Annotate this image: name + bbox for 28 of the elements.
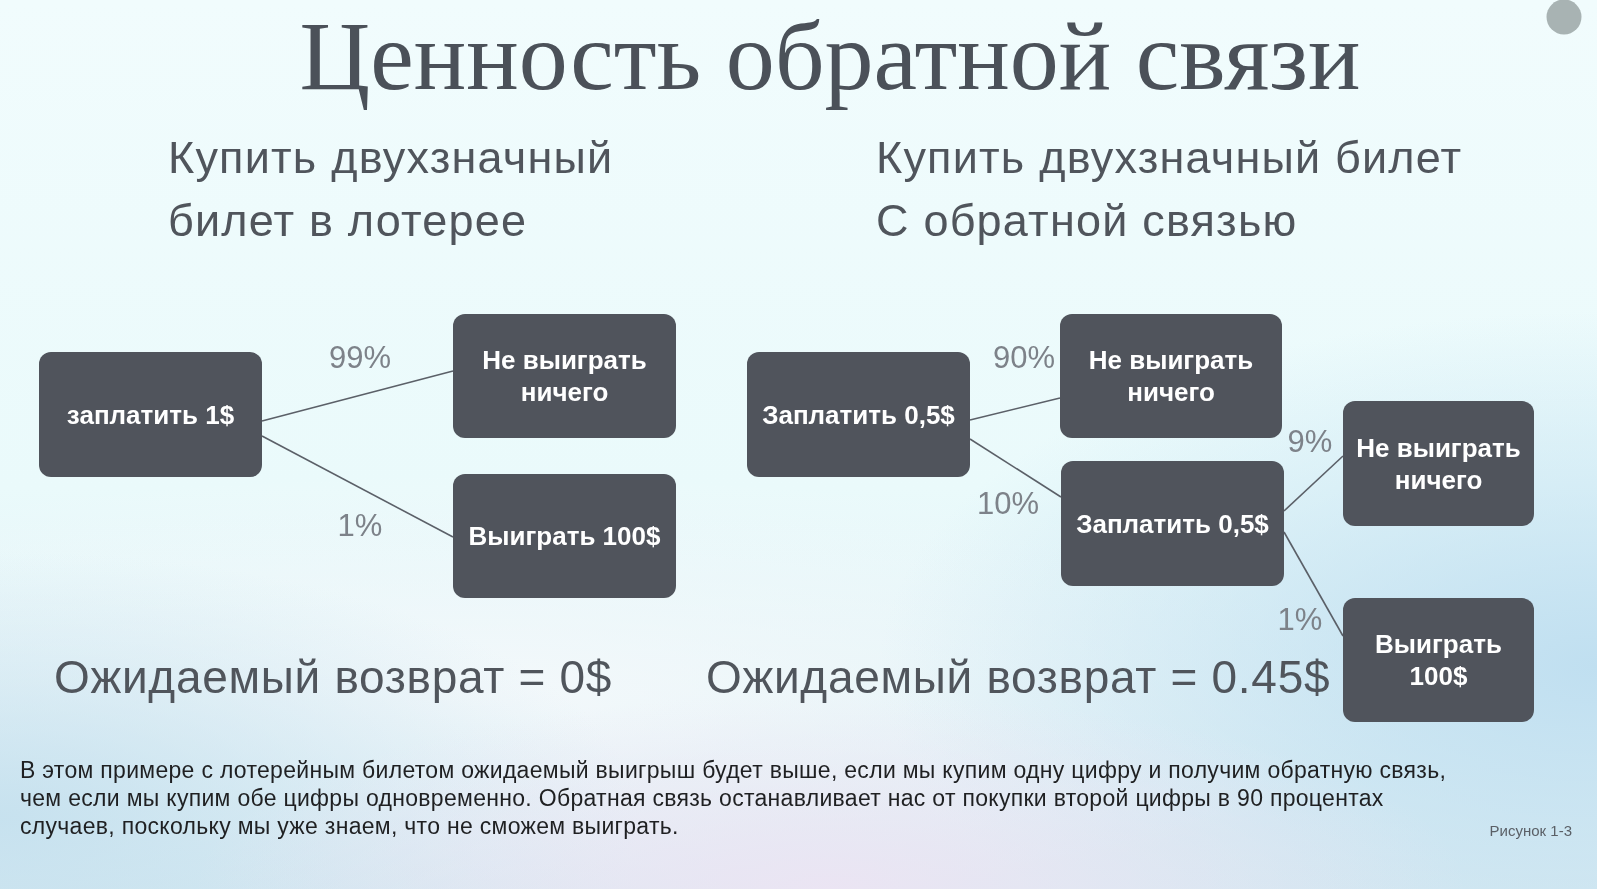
slide-title: Ценность обратной связи (298, 1, 1362, 112)
payment-step-box: Заплатить 0,5$ (1061, 461, 1284, 586)
edge-label: 1% (337, 509, 383, 543)
branch-line (1283, 455, 1344, 512)
branch-line (261, 435, 454, 538)
caption-text: В этом примере с лотерейным билетом ожидаемый выигрыш будет выше, если мы купим одну цифру и получим обратную связь, чем если мы купим обе цифры одновременно. Обратная связь останавливает нас от покупки второй цифры в 90 процентах случаев, поскольку мы уже знаем, что не сможем выиграть. (20, 756, 1448, 840)
section-heading: С обратной связью (876, 194, 1298, 248)
figure-number: Рисунок 1-3 (1488, 821, 1572, 841)
edge-label: 90% (993, 341, 1055, 375)
expected-return-text: Ожидаемый возврат = 0$ (54, 650, 613, 705)
payment-step-box: Заплатить 0,5$ (747, 352, 970, 477)
section-heading: Купить двухзначный билет в лотерее (168, 131, 615, 248)
branch-line (969, 438, 1062, 498)
branch-line (1283, 531, 1344, 637)
outcome-box: Выиграть 100$ (453, 474, 676, 598)
branch-line (969, 397, 1061, 421)
section-heading: Купить двухзначный билет (876, 131, 1463, 185)
edge-label: 1% (1277, 603, 1323, 637)
branch-line (261, 370, 454, 422)
payment-step-box: заплатить 1$ (39, 352, 262, 477)
outcome-box: Не выиграть ничего (1060, 314, 1282, 438)
edge-label: 99% (329, 341, 391, 375)
expected-return-text: Ожидаемый возврат = 0.45$ (706, 650, 1331, 705)
outcome-box: Не выиграть ничего (453, 314, 676, 438)
edge-label: 9% (1287, 425, 1333, 459)
outcome-box: Не выиграть ничего (1343, 401, 1534, 526)
edge-label: 10% (977, 487, 1039, 521)
outcome-box: Выиграть 100$ (1343, 598, 1534, 722)
